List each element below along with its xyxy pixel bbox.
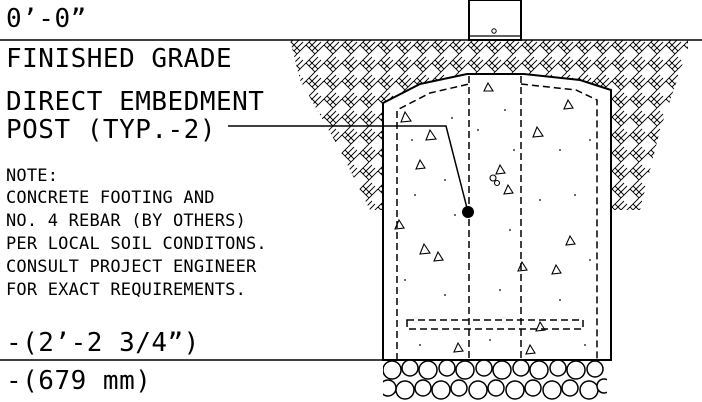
elevation-top-label: 0’-0”: [6, 4, 87, 34]
finished-grade-label: FINISHED GRADE: [6, 44, 233, 74]
note-line-2: NO. 4 REBAR (BY OTHERS): [6, 211, 247, 231]
note-line-3: PER LOCAL SOIL CONDITONS.: [6, 234, 267, 254]
embedded-post-hidden-lines: [468, 76, 522, 360]
rebar-no4: [406, 319, 584, 330]
footing-hidden-outline: [396, 83, 598, 360]
direct-embedment-post: [468, 0, 522, 41]
embedment-label-line2: POST (TYP.-2): [6, 115, 216, 145]
note-line-5: FOR EXACT REQUIREMENTS.: [6, 280, 247, 300]
note-title: NOTE:: [6, 166, 59, 186]
embedment-label-line1: DIRECT EMBEDMENT: [6, 87, 265, 117]
post-leader-line: [228, 125, 469, 213]
depth-imperial-label: -(2’-2 3/4”): [6, 328, 200, 358]
depth-metric-label: -(679 mm): [6, 366, 152, 396]
note-line-4: CONSULT PROJECT ENGINEER: [6, 257, 257, 277]
concrete-footing: [382, 73, 612, 361]
post-leader-dot: [462, 206, 474, 218]
aggregate-dots: [404, 109, 591, 346]
note-line-1: CONCRETE FOOTING AND: [6, 188, 215, 208]
gravel-base: [383, 360, 607, 400]
aggregate-symbols: [394, 81, 576, 355]
